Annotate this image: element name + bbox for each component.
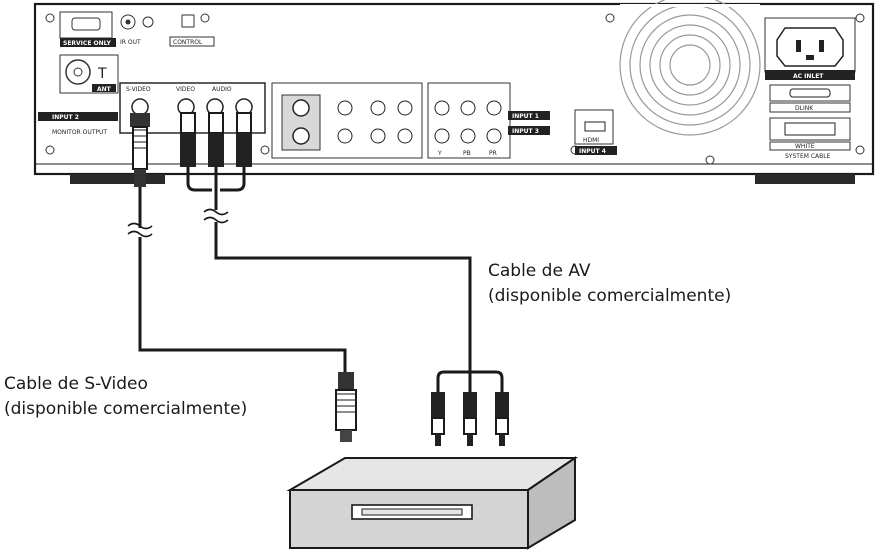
- svg-text:T: T: [97, 66, 107, 82]
- component-pb-label: PB: [463, 150, 471, 157]
- service-only-label: SERVICE ONLY: [63, 40, 112, 47]
- input-4-label: INPUT 4: [579, 148, 606, 155]
- control-label: CONTROL: [173, 39, 203, 46]
- av-plug-audio-l: [208, 112, 224, 167]
- av-cable: [180, 112, 509, 446]
- video-device: [286, 456, 579, 550]
- input-3-label: INPUT 3: [512, 128, 539, 135]
- service-port: SERVICE ONLY: [59, 11, 116, 47]
- ac-inlet: AC INLET: [764, 17, 856, 80]
- video-label: VIDEO: [176, 86, 195, 93]
- av-plug-video: [180, 112, 196, 167]
- dlink-port: DLINK: [769, 84, 851, 113]
- right-foot: [755, 174, 855, 184]
- av-cable-label: Cable de AV: [488, 261, 591, 281]
- system-cable-label: SYSTEM CABLE: [785, 153, 831, 160]
- ir-out-port: IR OUT: [120, 14, 154, 46]
- input-2-label: INPUT 2: [52, 114, 79, 121]
- component-y-label: Y: [437, 150, 442, 157]
- white-label: WHITE: [795, 143, 815, 150]
- s-video-label: S-VIDEO: [126, 86, 151, 93]
- s-video-cable: [130, 113, 357, 442]
- system-cable-port: WHITE SYSTEM CABLE: [769, 117, 851, 160]
- ant-label: ANT: [97, 86, 112, 93]
- ac-inlet-label: AC INLET: [793, 73, 824, 80]
- s-video-cable-break: [127, 222, 153, 238]
- input-1-3-block: Y PB PR INPUT 1 INPUT 3: [271, 82, 550, 159]
- antenna-port: T ANT: [59, 54, 119, 94]
- av-plug-audio-r: [236, 112, 252, 167]
- av-cable-break: [203, 208, 229, 224]
- hdmi-port: HDMI INPUT 4: [574, 109, 617, 155]
- s-video-jack: [131, 98, 149, 116]
- left-foot: [70, 174, 165, 184]
- rear-panel: SERVICE ONLY IR OUT CONTROL T ANT S-VID: [33, 0, 875, 184]
- av-device-plug-center: [463, 392, 477, 446]
- audio-label: AUDIO: [212, 86, 232, 93]
- component-pr-label: PR: [489, 150, 497, 157]
- s-video-cable-label: Cable de S-Video: [4, 374, 148, 394]
- ir-out-label: IR OUT: [120, 39, 141, 46]
- av-device-plug-right: [495, 392, 509, 446]
- dlink-label: DLINK: [795, 105, 814, 112]
- hdmi-label: HDMI: [583, 137, 599, 144]
- av-cable-sub-label: (disponible comercialmente): [488, 286, 731, 306]
- s-video-cable-sub-label: (disponible comercialmente): [4, 399, 247, 419]
- input-1-label: INPUT 1: [512, 113, 539, 120]
- fan-grille: [619, 0, 761, 136]
- monitor-output-label: MONITOR OUTPUT: [52, 129, 107, 136]
- av-device-plug-left: [431, 392, 445, 446]
- control-port: CONTROL: [169, 14, 215, 47]
